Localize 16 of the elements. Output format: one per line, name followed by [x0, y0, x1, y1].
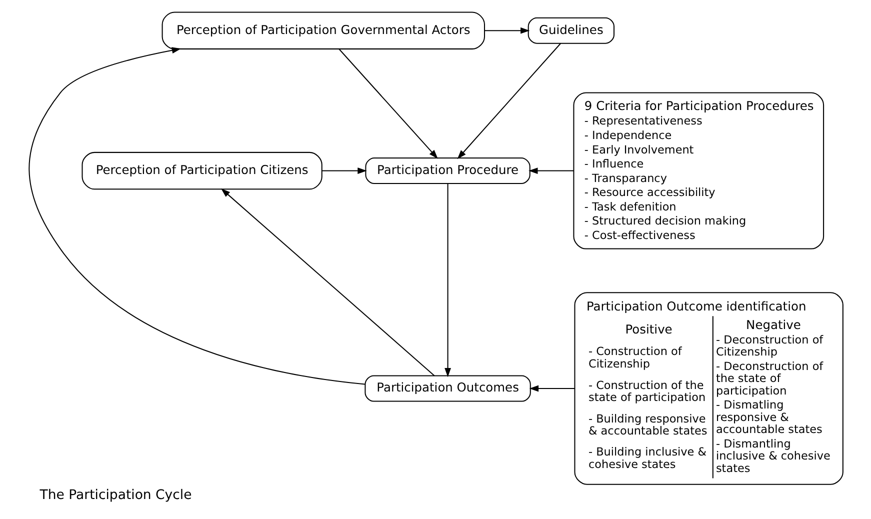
- arrow: [528, 168, 574, 174]
- arrow: [484, 27, 530, 34]
- node-box: Perception of Participation Governmental Actors: [161, 12, 485, 50]
- arrow: [338, 48, 438, 159]
- arrow: [322, 168, 366, 174]
- caption: The Participation Cycle: [39, 488, 192, 504]
- arrow: [28, 47, 365, 385]
- node-box: 9 Criteria for Participation Procedures - Representativeness - Independence - Early Involvement - Influence - Transparancy - Resource accessibility - Task defenition - Structured decision making - Cost-effectiveness: [572, 92, 824, 250]
- arrow: [444, 184, 451, 378]
- arrow: [220, 188, 434, 376]
- node-box: Participation Procedure: [364, 158, 530, 184]
- node-box: Guidelines: [527, 17, 614, 44]
- arrow: [456, 43, 561, 160]
- node-box: Perception of Participation Citizens: [81, 152, 322, 190]
- node-box: Participation Outcomes: [364, 375, 530, 402]
- arrow: [528, 385, 574, 392]
